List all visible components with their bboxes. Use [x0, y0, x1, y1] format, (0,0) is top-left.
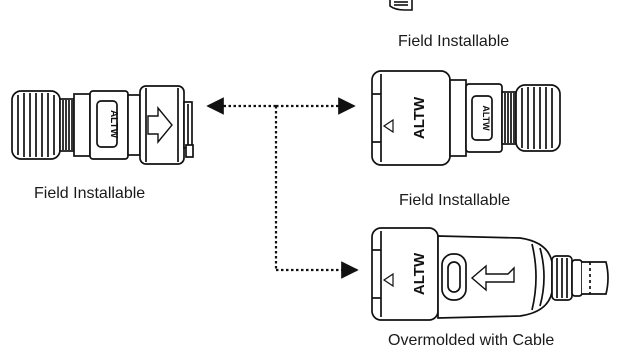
top-caption: Field Installable — [398, 33, 510, 50]
left-brand-text: ALTW — [108, 110, 119, 139]
bottom-brand-text: ALTW — [411, 252, 428, 295]
right-middle-connector — [371, 70, 561, 166]
left-connector — [11, 85, 194, 165]
bottom-overmolded-connector — [371, 227, 609, 321]
connection-arrows — [206, 97, 359, 279]
top-connector-fragment — [389, 0, 413, 11]
right-middle-small-brand-text: ALTW — [481, 105, 491, 131]
right-middle-brand-text: ALTW — [411, 96, 428, 139]
middle-caption: Field Installable — [399, 192, 511, 209]
bottom-caption: Overmolded with Cable — [388, 332, 555, 349]
left-caption: Field Installable — [34, 185, 146, 202]
